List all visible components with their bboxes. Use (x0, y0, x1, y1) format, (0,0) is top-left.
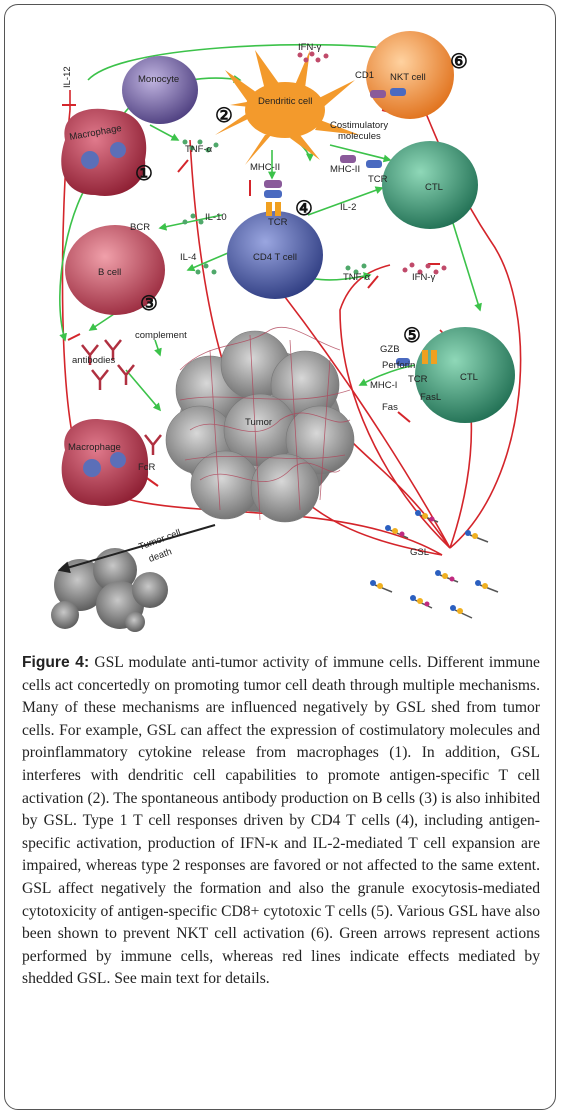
tumor-label: Tumor (245, 417, 272, 428)
monocyte-cell (122, 56, 198, 124)
tnf-mid-label: TNF-α (343, 272, 371, 283)
ctl-bottom-label: CTL (460, 372, 478, 383)
tcr-right-label: TCR (368, 174, 388, 185)
b-cell (65, 225, 165, 315)
marker-6: ⑥ (450, 51, 468, 73)
cd1-label: CD1 (355, 70, 374, 81)
complement-label: complement (135, 330, 187, 341)
il2-label: IL-2 (340, 202, 356, 213)
costim-label-line1: Costimulatory (330, 120, 388, 131)
marker-4: ④ (295, 198, 313, 220)
ctl-top-label: CTL (425, 182, 443, 193)
mhc2-left-label: MHC-II (250, 162, 280, 173)
figure-illustration: IL-12 Monocyte IFN-γ CD1 NKT cell Dendri… (10, 10, 550, 635)
caption-label: Figure 4: (22, 654, 90, 671)
tcr-left-label: TCR (268, 217, 288, 228)
macrophage-cell-top (61, 108, 147, 196)
gzb-label: GZB (380, 344, 400, 355)
macrophage-bottom-label: Macrophage (68, 442, 121, 453)
gsl-label: GSL (410, 547, 429, 558)
mhc2-right-label: MHC-II (330, 164, 360, 175)
marker-3: ③ (140, 293, 158, 315)
tcr-ctl2-label: TCR (408, 374, 428, 385)
bcr-label: BCR (130, 222, 150, 233)
marker-2: ② (215, 105, 233, 127)
costim-label-line2: molecules (338, 131, 381, 142)
il12-label: IL-12 (62, 66, 73, 88)
tnf-top-label: TNF-α (185, 144, 213, 155)
figure-caption: Figure 4: GSL modulate anti-tumor activi… (22, 652, 540, 991)
fas-label: Fas (382, 402, 398, 413)
il4-label: IL-4 (180, 252, 196, 263)
ctl-cell-bottom (415, 327, 515, 423)
nkt-label: NKT cell (390, 72, 426, 83)
nkt-cell (366, 31, 454, 119)
b-cell-label: B cell (98, 267, 121, 278)
dead-tumor-cells (51, 548, 168, 632)
macrophage-cell-bottom (61, 419, 149, 506)
perforin-label: Perforin (382, 360, 415, 371)
il10-label: IL-10 (205, 212, 227, 223)
fcr-label: FcR (138, 462, 156, 473)
antibodies-label: antibodies (72, 355, 116, 366)
marker-5: ⑤ (403, 325, 421, 347)
dendritic-cell (215, 50, 360, 165)
fasl-label: FasL (420, 392, 441, 403)
cd4-label: CD4 T cell (253, 252, 297, 263)
ctl-cell-top (382, 141, 478, 229)
death-arrow (57, 524, 216, 574)
mhc1-label: MHC-I (370, 380, 397, 391)
cd4-t-cell (227, 211, 323, 299)
ifn-top-label: IFN-γ (298, 42, 321, 53)
tumor-mass (165, 326, 355, 523)
gsl-molecules (370, 510, 499, 619)
cytokine-particles (182, 51, 447, 275)
monocyte-label: Monocyte (138, 74, 179, 85)
tcr-mhc-receptors (264, 88, 437, 366)
caption-text: GSL modulate anti-tumor activity of immu… (22, 654, 540, 988)
dendritic-label: Dendritic cell (258, 96, 312, 107)
antibody-glyphs (81, 339, 162, 455)
ifn-mid-label: IFN-γ (412, 272, 435, 283)
marker-1: ① (135, 163, 153, 185)
